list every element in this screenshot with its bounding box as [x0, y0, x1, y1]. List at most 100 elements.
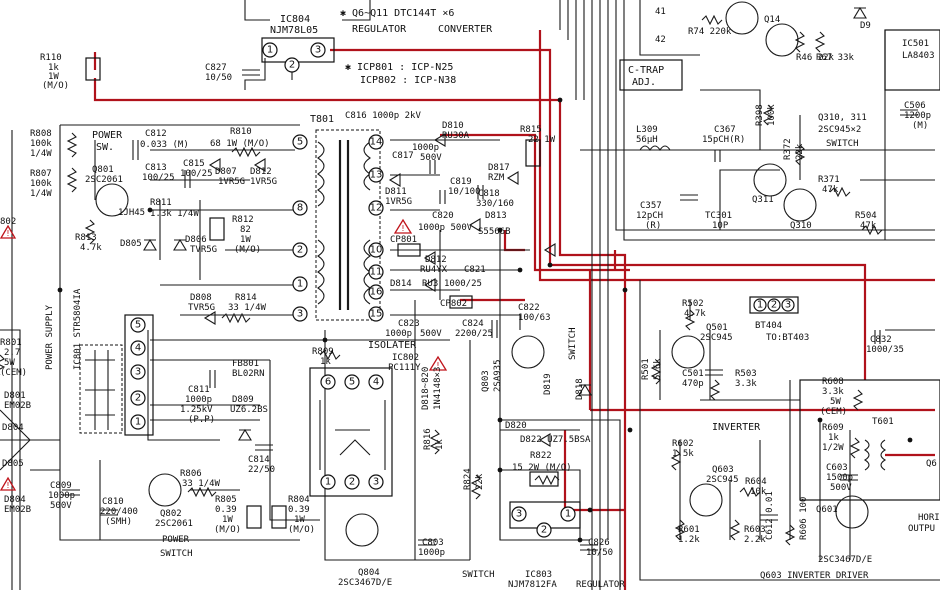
- svg-text:R609: R609: [822, 423, 844, 433]
- svg-text:Q804: Q804: [358, 568, 380, 578]
- svg-text:1VR5G: 1VR5G: [385, 197, 412, 207]
- svg-text:D813: D813: [485, 211, 507, 221]
- ic801-power-supply: 5 4 3 2 1: [79, 314, 154, 436]
- svg-text:POWER: POWER: [92, 130, 123, 141]
- svg-text:FB801: FB801: [232, 359, 259, 369]
- svg-text:R814: R814: [235, 293, 257, 303]
- svg-text:(SMH): (SMH): [105, 517, 132, 527]
- svg-text:!: !: [436, 361, 439, 370]
- svg-text:5: 5: [135, 320, 141, 331]
- svg-text:10/50: 10/50: [586, 548, 613, 558]
- svg-text:POWER: POWER: [162, 535, 190, 545]
- svg-text:D817: D817: [488, 163, 510, 173]
- svg-text:5: 5: [349, 377, 355, 388]
- svg-text:1: 1: [297, 279, 303, 290]
- svg-text:R815: R815: [520, 125, 542, 135]
- svg-text:100k: 100k: [30, 139, 52, 149]
- svg-text:D812: D812: [250, 167, 272, 177]
- svg-text:1k: 1k: [435, 439, 445, 450]
- svg-text:Q603: Q603: [712, 465, 734, 475]
- svg-text:3: 3: [785, 300, 791, 311]
- svg-text:100/25: 100/25: [180, 169, 213, 179]
- svg-text:(M/O): (M/O): [288, 525, 315, 535]
- svg-text:22k: 22k: [795, 143, 805, 160]
- svg-text:5W: 5W: [4, 358, 15, 368]
- svg-text:D808: D808: [190, 293, 212, 303]
- svg-text:R801: R801: [0, 338, 22, 348]
- svg-text:1W: 1W: [48, 72, 59, 82]
- svg-text:10: 10: [370, 245, 383, 256]
- svg-text:(M): (M): [912, 121, 928, 131]
- svg-text:R824: R824: [463, 468, 473, 490]
- svg-text:2200/25: 2200/25: [455, 329, 493, 339]
- svg-text:R67 33k: R67 33k: [816, 53, 855, 63]
- svg-text:3: 3: [373, 477, 379, 488]
- svg-text:SW.: SW.: [96, 142, 114, 153]
- svg-text:EM02B: EM02B: [4, 505, 31, 515]
- svg-text:33 1/4W: 33 1/4W: [228, 303, 267, 313]
- svg-text:IC802: IC802: [392, 353, 419, 363]
- svg-text:1200p: 1200p: [904, 111, 931, 121]
- svg-text:C826: C826: [588, 538, 610, 548]
- svg-text:Q14: Q14: [764, 15, 780, 25]
- svg-text:1/4W: 1/4W: [30, 149, 52, 159]
- svg-text:1k: 1k: [320, 357, 331, 367]
- svg-text:R398: R398: [755, 104, 765, 126]
- t801-pin-left-3: [292, 242, 308, 258]
- svg-text:CP802: CP802: [440, 299, 467, 309]
- svg-text:D818~820: D818~820: [421, 367, 431, 410]
- svg-text:1000/25: 1000/25: [444, 279, 482, 289]
- svg-text:RZM: RZM: [488, 173, 505, 183]
- svg-text:C816 1000p 2kV: C816 1000p 2kV: [345, 111, 421, 121]
- svg-text:C809: C809: [50, 481, 72, 491]
- svg-text:D811: D811: [385, 187, 407, 197]
- svg-text:16: 16: [370, 287, 383, 298]
- svg-text:1000p: 1000p: [385, 329, 412, 339]
- svg-text:42: 42: [655, 35, 666, 45]
- svg-text:1000p 500V: 1000p 500V: [418, 223, 473, 233]
- svg-text:2SC3467D/E: 2SC3467D/E: [338, 578, 392, 588]
- svg-text:TVR5G: TVR5G: [190, 245, 217, 255]
- ic803-regulator: 3 2 1: [509, 501, 581, 538]
- svg-text:C-TRAP: C-TRAP: [628, 65, 664, 76]
- svg-text:R504: R504: [855, 211, 877, 221]
- svg-text:330/160: 330/160: [476, 199, 514, 209]
- ic804-regulator: 1 2 3 IC804 NJM78L05: [261, 14, 335, 73]
- t801-pin-right-7: [368, 306, 384, 322]
- svg-text:R805: R805: [215, 495, 237, 505]
- warning-icons: ! ! ! !: [0, 218, 448, 491]
- svg-text:D812: D812: [425, 255, 447, 265]
- warning-icon: [393, 218, 413, 234]
- svg-text:1VR5G: 1VR5G: [218, 177, 245, 187]
- svg-text:1/2W: 1/2W: [822, 443, 844, 453]
- svg-text:2.7: 2.7: [4, 348, 20, 358]
- svg-text:220/400: 220/400: [100, 507, 138, 517]
- svg-text:C803: C803: [422, 538, 444, 548]
- svg-text:RU4YX: RU4YX: [420, 265, 448, 275]
- ic802-isolater: 6 5 4 1 2 3: [309, 367, 393, 497]
- svg-text:R807: R807: [30, 169, 52, 179]
- svg-text:SWITCH: SWITCH: [568, 327, 578, 360]
- svg-text:C815: C815: [183, 159, 205, 169]
- svg-text:C367: C367: [714, 125, 736, 135]
- svg-text:R811: R811: [150, 198, 172, 208]
- svg-text:ICP802 : ICP-N38: ICP802 : ICP-N38: [360, 75, 456, 86]
- svg-text:1W: 1W: [240, 235, 251, 245]
- svg-text:IC804: IC804: [280, 14, 310, 25]
- svg-text:500V: 500V: [50, 501, 72, 511]
- svg-text:8: 8: [297, 203, 303, 214]
- svg-text:C357: C357: [640, 201, 662, 211]
- svg-text:ADJ.: ADJ.: [632, 77, 656, 88]
- svg-text:D9: D9: [860, 21, 871, 31]
- svg-text:RU30A: RU30A: [442, 131, 470, 141]
- svg-text:R816: R816: [423, 428, 433, 450]
- svg-text:C814: C814: [248, 455, 270, 465]
- svg-text:470p: 470p: [682, 379, 704, 389]
- junction-dots: [57, 97, 913, 543]
- svg-text:2.2k: 2.2k: [744, 535, 766, 545]
- svg-text:D805: D805: [2, 459, 24, 469]
- svg-text:REGULATOR: REGULATOR: [352, 24, 407, 35]
- svg-text:68 1W (M/O): 68 1W (M/O): [210, 139, 270, 149]
- svg-text:C824: C824: [462, 319, 484, 329]
- svg-text:47k: 47k: [860, 221, 877, 231]
